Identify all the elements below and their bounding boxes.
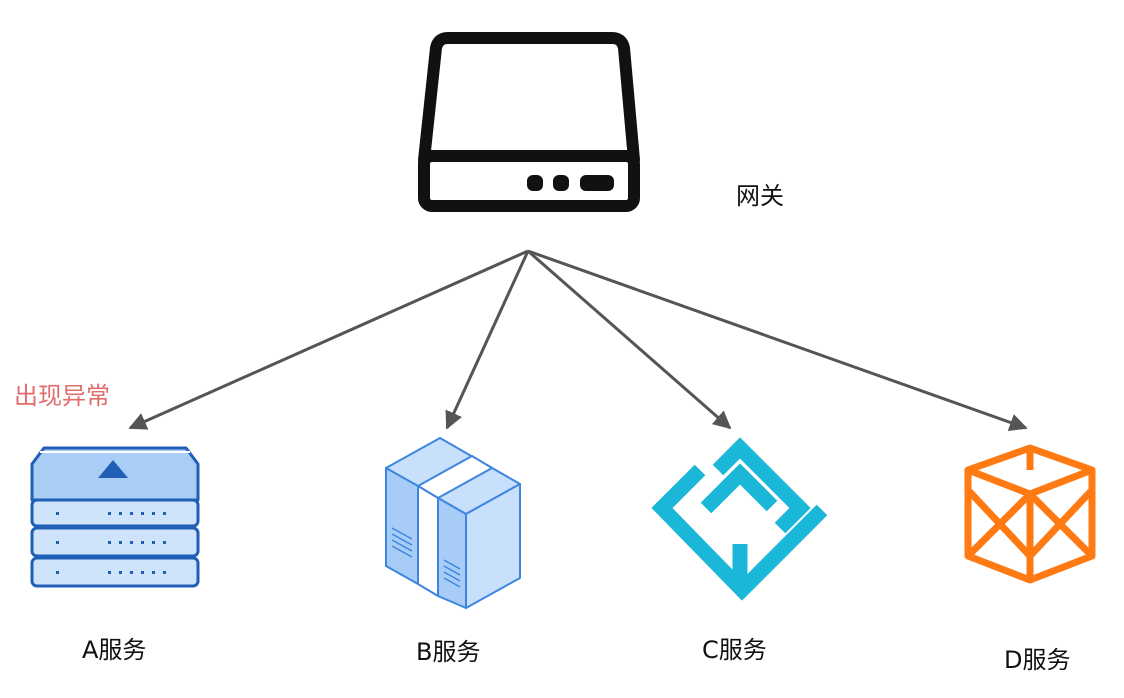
service-c-icon	[651, 437, 828, 601]
arrow-to-service-b	[445, 250, 530, 430]
gateway-label: 网关	[736, 182, 784, 210]
service-b-label: B服务	[416, 638, 481, 666]
anomaly-note: 出现异常	[14, 382, 110, 410]
service-d-icon	[964, 444, 1096, 584]
arrow-to-service-d	[527, 249, 1028, 432]
service-b-icon	[385, 437, 521, 609]
service-c-label: C服务	[702, 636, 767, 664]
gateway-icon	[418, 32, 640, 212]
arrow-to-service-c	[527, 249, 732, 430]
service-a-label: A服务	[82, 636, 147, 664]
arrow-to-service-a	[128, 249, 529, 430]
service-a-icon	[30, 446, 200, 588]
service-d-label: D服务	[1004, 646, 1071, 674]
connection-arrows	[128, 249, 1028, 432]
